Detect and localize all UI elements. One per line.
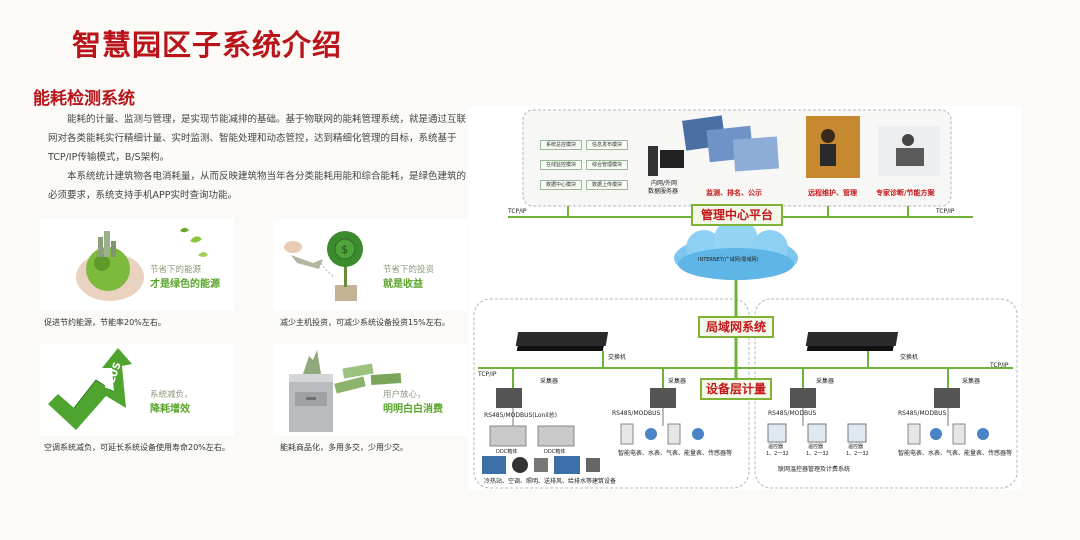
caption-remote: 远程维护、管理 bbox=[808, 189, 857, 197]
architecture-diagram: 系统总控模块 信息发布模块 在线监控模块 综合管理模块 数据中心模块 数据上传模… bbox=[468, 106, 1021, 490]
tile-caption-line2: 就是收益 bbox=[383, 279, 423, 290]
internet-label: INTERNET(广域网/局域网) bbox=[698, 257, 759, 263]
switch-icon bbox=[805, 332, 899, 351]
rs485-label: RS485/MODBUS(Lonil总) bbox=[484, 412, 558, 419]
module-box: 系统总控模块 bbox=[540, 140, 582, 150]
room-system-caption: 联网温控器管理及计费系统 bbox=[778, 466, 851, 473]
tile-caption-line1: 节省下的投资 bbox=[383, 265, 435, 275]
intro-paragraph-2: 本系统统计建筑物各电消耗量，从而反映建筑物当年各分类能耗用能和综合能耗，是绿色建… bbox=[48, 171, 467, 201]
tile-caption-line2: 明明白白消费 bbox=[383, 404, 443, 415]
tile-caption-line1: 节省下的能源 bbox=[150, 265, 202, 275]
tile-reduce-load: PLUS 系统减负， 降耗增效 bbox=[40, 344, 234, 436]
tcpip-label: TCP/IP bbox=[508, 208, 527, 215]
room-range-label: 1、2一32 bbox=[806, 451, 829, 457]
meters-caption: 智能电表、水表、气表、能量表、传感器等 bbox=[618, 450, 733, 457]
tcpip-label: TCP/IP bbox=[936, 208, 955, 215]
switch-label: 交换机 bbox=[608, 354, 627, 361]
collector-icon bbox=[790, 388, 816, 408]
meters-caption: 智能电表、水表、气表、能量表、传感器等 bbox=[898, 450, 1013, 457]
tile-caption-line2: 降耗增效 bbox=[150, 404, 190, 415]
hands-globe-icon bbox=[76, 227, 208, 301]
tile-caption-line1: 用户放心， bbox=[383, 390, 426, 400]
collector-label: 采集器 bbox=[668, 378, 687, 385]
svg-text:$: $ bbox=[341, 243, 348, 256]
device-metering-box: 设备层计量 bbox=[700, 378, 772, 400]
collector-icon bbox=[650, 388, 676, 408]
tile-investment: $ 节省下的投资 就是收益 bbox=[273, 219, 467, 311]
tile-note: 促进节约能源，节能率20%左右。 bbox=[44, 318, 166, 327]
server-label-line1: 内网/外网 bbox=[651, 180, 678, 187]
diagram-lines bbox=[473, 109, 1018, 489]
switch-icon bbox=[515, 332, 609, 351]
collector-label: 采集器 bbox=[540, 378, 559, 385]
room-controller-label: 温控器 bbox=[808, 444, 824, 450]
room-range-label: 1、2一32 bbox=[766, 451, 789, 457]
room-controller-label: 温控器 bbox=[768, 444, 784, 450]
internet-cloud-icon bbox=[674, 218, 798, 280]
module-box: 数据上传模块 bbox=[586, 180, 628, 190]
caption-expert: 专家诊断/节能方案 bbox=[876, 189, 935, 197]
ddc-label: DDC箱体 bbox=[544, 449, 566, 455]
section-heading: 能耗检测系统 bbox=[33, 89, 135, 109]
module-box: 数据中心模块 bbox=[540, 180, 582, 190]
switch-label: 交换机 bbox=[900, 354, 919, 361]
module-box: 综合管理模块 bbox=[586, 160, 628, 170]
server-icon bbox=[648, 146, 658, 176]
caption-monitor: 监测、排名、公示 bbox=[706, 189, 762, 197]
tile-consume: 用户放心， 明明白白消费 bbox=[273, 344, 467, 436]
page-title: 智慧园区子系统介绍 bbox=[72, 28, 343, 62]
rs485-label: RS485/MODBUS bbox=[768, 410, 817, 417]
equipment-caption: 冷热站、空调、照明、送排风、给排水等建筑设备 bbox=[484, 478, 617, 485]
server-label-line2: 数据服务器 bbox=[648, 188, 679, 195]
room-controller-label: 温控器 bbox=[848, 444, 864, 450]
tcpip-label: TCP/IP bbox=[990, 362, 1009, 369]
cash-drawer-icon bbox=[289, 350, 402, 432]
intro-text: 能耗的计量、监测与管理，是实现节能减排的基础。基于物联网的能耗管理系统，就是通过… bbox=[48, 110, 468, 205]
lan-system-box: 局域网系统 bbox=[698, 316, 774, 338]
room-range-label: 1、2一32 bbox=[846, 451, 869, 457]
module-box: 信息发布模块 bbox=[586, 140, 628, 150]
plus-arrow-icon: PLUS bbox=[48, 348, 132, 430]
rs485-label: RS485/MODBUS bbox=[612, 410, 661, 417]
tile-caption-line2: 才是绿色的能源 bbox=[150, 279, 220, 290]
tile-note: 能耗商品化，多用多交，少用少交。 bbox=[280, 443, 408, 452]
module-box: 在线监控模块 bbox=[540, 160, 582, 170]
tcpip-label: TCP/IP bbox=[478, 371, 497, 378]
tile-note: 减少主机投资，可减少系统设备投资15%左右。 bbox=[280, 318, 450, 327]
tile-note: 空调系统减负，可延长系统设备使用寿命20%左右。 bbox=[44, 443, 230, 452]
mgmt-center-box: 管理中心平台 bbox=[691, 204, 783, 226]
collector-label: 采集器 bbox=[816, 378, 835, 385]
tile-caption-line1: 系统减负， bbox=[150, 390, 193, 400]
intro-paragraph-1: 能耗的计量、监测与管理，是实现节能减排的基础。基于物联网的能耗管理系统，就是通过… bbox=[48, 114, 467, 163]
money-tree-icon: $ bbox=[284, 231, 363, 301]
collector-icon bbox=[934, 388, 960, 408]
rs485-label: RS485/MODBUS bbox=[898, 410, 947, 417]
ddc-label: DDC箱体 bbox=[496, 449, 518, 455]
collector-icon bbox=[496, 388, 522, 408]
collector-label: 采集器 bbox=[962, 378, 981, 385]
tile-green-energy: 节省下的能源 才是绿色的能源 bbox=[40, 219, 234, 311]
